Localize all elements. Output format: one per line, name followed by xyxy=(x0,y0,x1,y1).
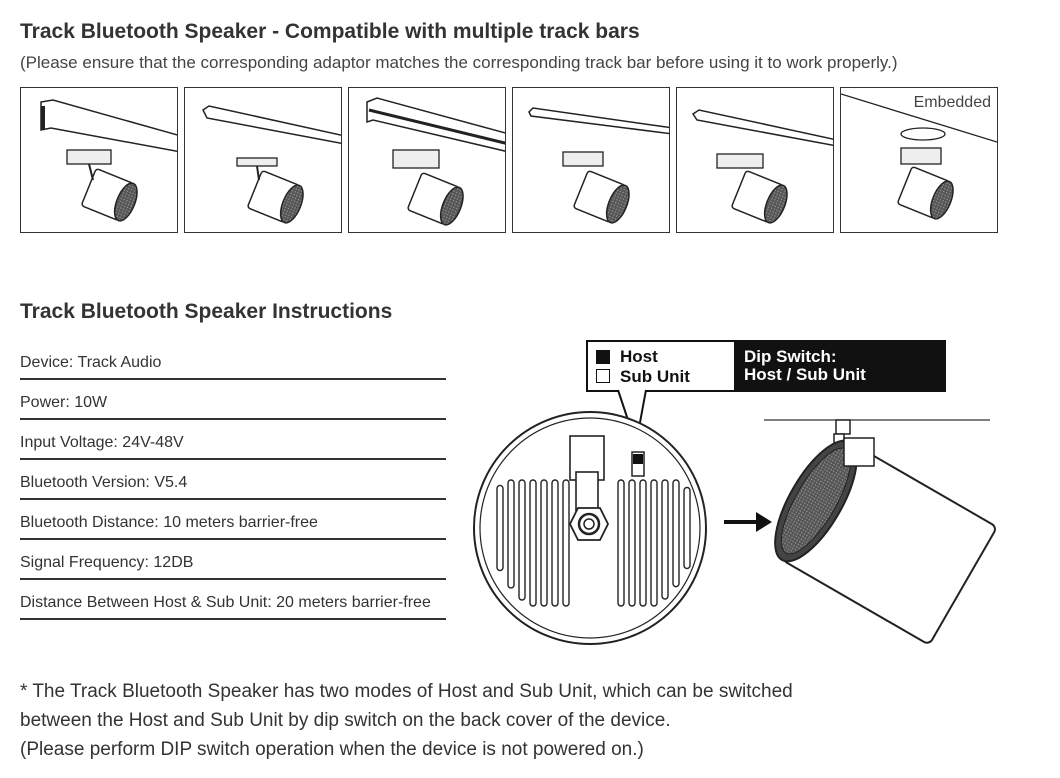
spec-text: Power: 10W xyxy=(20,394,108,411)
track-tile-6: Embedded xyxy=(840,87,998,233)
grille-slot xyxy=(529,479,537,607)
legend-sub-unit-label: Sub Unit xyxy=(620,367,690,386)
embedded-label: Embedded xyxy=(911,94,993,112)
note-line-1: * The Track Bluetooth Speaker has two mo… xyxy=(20,681,793,702)
grille-slots xyxy=(496,479,691,607)
grille-slot xyxy=(661,479,669,600)
track-bar-tiles: Embedded xyxy=(20,87,998,233)
track-tile-2 xyxy=(184,87,342,233)
grille-slot xyxy=(540,479,548,607)
track-illustration-1 xyxy=(40,99,177,222)
legend-key: Host Sub Unit xyxy=(586,340,736,392)
grille-slot xyxy=(551,479,559,607)
instructions-title: Track Bluetooth Speaker Instructions xyxy=(20,300,393,323)
dip-switch-legend: Host Sub Unit Dip Switch: Host / Sub Uni… xyxy=(586,340,946,392)
note-line-2: between the Host and Sub Unit by dip swi… xyxy=(20,710,671,731)
spec-text: Bluetooth Version: V5.4 xyxy=(20,474,188,491)
notes: * The Track Bluetooth Speaker has two mo… xyxy=(20,677,793,764)
spec-text: Device: Track Audio xyxy=(20,354,162,371)
grille-slot xyxy=(672,479,680,588)
spec-power: Power: 10W xyxy=(20,380,446,420)
track-tile-1 xyxy=(20,87,178,233)
track-tile-5 xyxy=(676,87,834,233)
spec-bluetooth-version: Bluetooth Version: V5.4 xyxy=(20,460,446,500)
grille-slot xyxy=(683,486,691,570)
spec-bluetooth-distance: Bluetooth Distance: 10 meters barrier-fr… xyxy=(20,500,446,540)
note-line-3: (Please perform DIP switch operation whe… xyxy=(20,739,644,760)
spec-text: Signal Frequency: 12DB xyxy=(20,554,194,571)
grille-slot xyxy=(507,479,515,589)
embedded-illustration xyxy=(841,93,997,220)
track-tile-4 xyxy=(512,87,670,233)
spec-list: Device: Track Audio Power: 10W Input Vol… xyxy=(20,340,446,620)
sub-unit-square-icon xyxy=(596,369,610,383)
dip-switch-modes: Host / Sub Unit xyxy=(744,365,866,384)
grille-slot xyxy=(496,484,504,572)
track-illustration-4 xyxy=(528,107,669,224)
grille-slot xyxy=(650,479,658,607)
track-illustration-3 xyxy=(366,97,505,226)
track-illustration-2 xyxy=(202,105,341,224)
spec-signal-frequency: Signal Frequency: 12DB xyxy=(20,540,446,580)
spec-text: Bluetooth Distance: 10 meters barrier-fr… xyxy=(20,514,318,531)
spec-device: Device: Track Audio xyxy=(20,340,446,380)
page-title: Track Bluetooth Speaker - Compatible wit… xyxy=(20,20,640,43)
track-illustration-5 xyxy=(691,109,833,224)
grille-slot xyxy=(628,479,636,607)
grille-slot xyxy=(562,479,570,607)
host-square-icon xyxy=(596,350,610,364)
spec-host-sub-distance: Distance Between Host & Sub Unit: 20 met… xyxy=(20,580,446,620)
track-tile-3 xyxy=(348,87,506,233)
grille-slot xyxy=(617,479,625,607)
spec-text: Input Voltage: 24V-48V xyxy=(20,434,184,451)
dip-switch-diagram xyxy=(460,388,1020,648)
dip-switch-title: Dip Switch: xyxy=(744,347,837,366)
legend-host-label: Host xyxy=(620,347,658,366)
spec-text: Distance Between Host & Sub Unit: 20 met… xyxy=(20,594,431,611)
grille-slot xyxy=(639,479,647,607)
grille-slot xyxy=(518,479,526,601)
speaker-back-diagram xyxy=(473,389,996,645)
dip-switch-caption: Dip Switch: Host / Sub Unit xyxy=(734,340,946,392)
page-subtitle: (Please ensure that the corresponding ad… xyxy=(20,53,898,72)
spec-input-voltage: Input Voltage: 24V-48V xyxy=(20,420,446,460)
